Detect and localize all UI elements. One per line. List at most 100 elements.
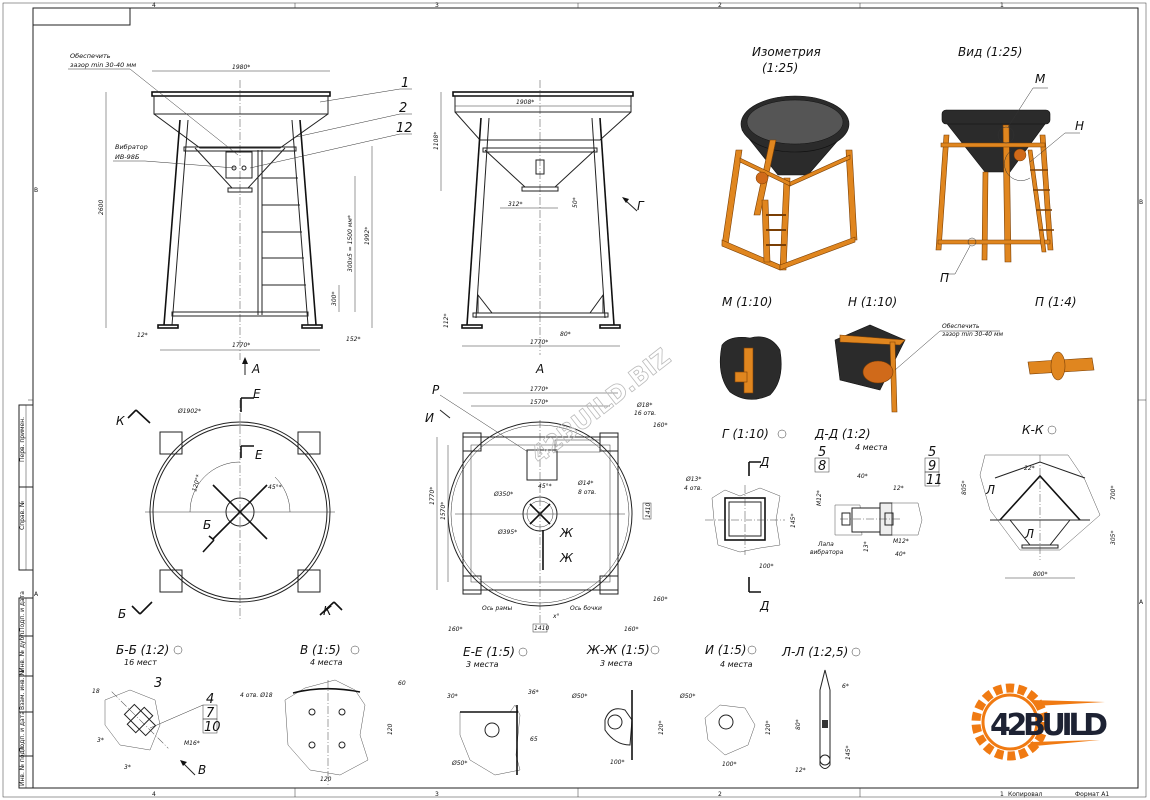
brand-logo: 42BUILD [971,683,1108,761]
dim-label: 45°* [268,484,282,491]
detail-title: В (1:5) [300,643,341,657]
row-label: B [34,187,38,194]
note-label: Лапа [817,541,834,548]
dim-label: 700* [1110,486,1117,500]
dim-label: 145* [845,746,852,760]
footer-format: Формат A1 [1075,791,1109,798]
cut-label: Б [203,518,211,532]
note-label: вибратора [810,549,844,556]
dim-label: 45°* [538,483,552,490]
zone-label: 2 [718,2,722,9]
detail-title: Д-Д (1:2) [814,427,871,441]
cut-label: Л [985,483,995,497]
dim-label: 22* [1024,465,1035,472]
dim-label: 60 [398,680,406,687]
cut-label: Д [759,455,769,469]
stamp-cell: Подп. и дата [19,711,26,752]
cut-label: Д [759,599,769,613]
dim-label: 8 отв. [578,489,596,496]
dim-label: 1992* [364,227,371,245]
dim-label: Ø14* [577,480,593,487]
dim-label: 6* [842,683,849,690]
dim-label: 312* [508,201,522,208]
stamp-cell: Взам. инв. № [19,669,26,710]
dim-label: 1570* [440,502,447,520]
axis-label: Ось бочки [570,605,602,612]
detail-subtitle: 16 мест [124,658,157,667]
details-mid: Г (1:10) Д Д Ø13* 4 отв. 145* 100* Д-Д (… [684,423,1117,613]
dim-label: 305* [1110,531,1117,545]
dim-label: 1770* [530,386,548,393]
detail-subtitle: 3 места [466,660,499,669]
cut-label: И [425,411,434,425]
dim-label: 13* [863,541,870,552]
dim-label: 1410 [534,625,549,632]
dim-label: 18 [92,688,100,695]
callout-label: Н [1075,119,1084,133]
hopper-3d-view [935,87,1080,275]
logo-text: 42BUILD [990,708,1108,743]
cut-label: К [116,414,125,428]
view-arrow-label: Г [637,199,645,213]
dim-label: Ø18* [636,402,652,409]
view-title: (1:25) [762,61,798,75]
note-gap: зазор min 30-40 мм [70,61,136,69]
stamp-cell: Инв. № подл. [19,745,26,786]
detail-subtitle: 3 места [600,659,633,668]
dim-label: 80* [795,719,802,730]
dim-label: x° [552,613,560,620]
dim-label: 1570* [530,399,548,406]
view-title: A [535,362,544,376]
dim-label: 50* [572,197,579,208]
dim-label: 160* [653,422,667,429]
detail-title: Л-Л (1:2,5) [781,645,848,659]
dim-label: 800* [1033,571,1047,578]
position-number: 7 [206,706,215,721]
row-label: A [1139,599,1144,606]
dim-label: 1770* [429,487,436,505]
stamp-cell: Справ. № [19,501,26,530]
side-view: 1908* 1108* 312* 50* 112* 80* 1770* Г A [433,80,645,376]
dim-label: 12* [893,485,904,492]
dim-label: 805* [961,481,968,495]
position-number: 3 [154,676,162,691]
dim-label: 112* [443,314,450,328]
dim-label: 3* [124,764,131,771]
dim-label: 1980* [232,64,250,71]
note-gap: Обеспечить [70,52,111,60]
note-gap: зазор min 30-40 мм [942,331,1004,338]
zone-label: 3 [435,2,439,9]
detail-title: П (1:4) [1035,295,1077,309]
axis-label: Ось рамы [482,605,512,612]
dim-label: 152* [346,336,360,343]
note-vibrator: Вибратор [115,143,148,151]
dim-label: 160* [653,596,667,603]
dim-label: 12* [137,332,148,339]
detail-title: Е-Е (1:5) [463,645,515,659]
dim-label: 12* [795,767,806,774]
dim-label: 4 отв. [684,485,702,492]
zone-label: 2 [718,791,722,798]
dim-label: 160* [448,626,462,633]
plan-view-right: 1770* 1570* Ø18* 16 отв. 160* 160* 160* … [425,343,676,633]
detail-title: Г (1:10) [722,427,769,441]
position-number: 5 [818,445,826,460]
dim-label: 160* [624,626,638,633]
dim-label: 4 отв. Ø18 [240,692,273,699]
stamp-cell: Инв. № дубл. [19,631,26,672]
view-title: Вид (1:25) [958,45,1022,59]
dim-label: Ø50* [679,693,695,700]
position-number: 12 [396,121,413,136]
row-label: B [1139,199,1143,206]
dim-label: Ø1902* [177,408,201,415]
stamp-cell: Подп. и дата [19,591,26,632]
cut-label: Е [253,387,261,401]
detail-title: Ж-Ж (1:5) [586,643,650,657]
dim-label: 30* [447,693,458,700]
cut-label: К [323,604,332,618]
cut-label: Ж [559,526,574,540]
cut-label: Ж [559,551,574,565]
footer-sheet: 1 [1000,791,1004,798]
dim-label: 120* [658,721,665,735]
view-title: Изометрия [752,45,821,59]
